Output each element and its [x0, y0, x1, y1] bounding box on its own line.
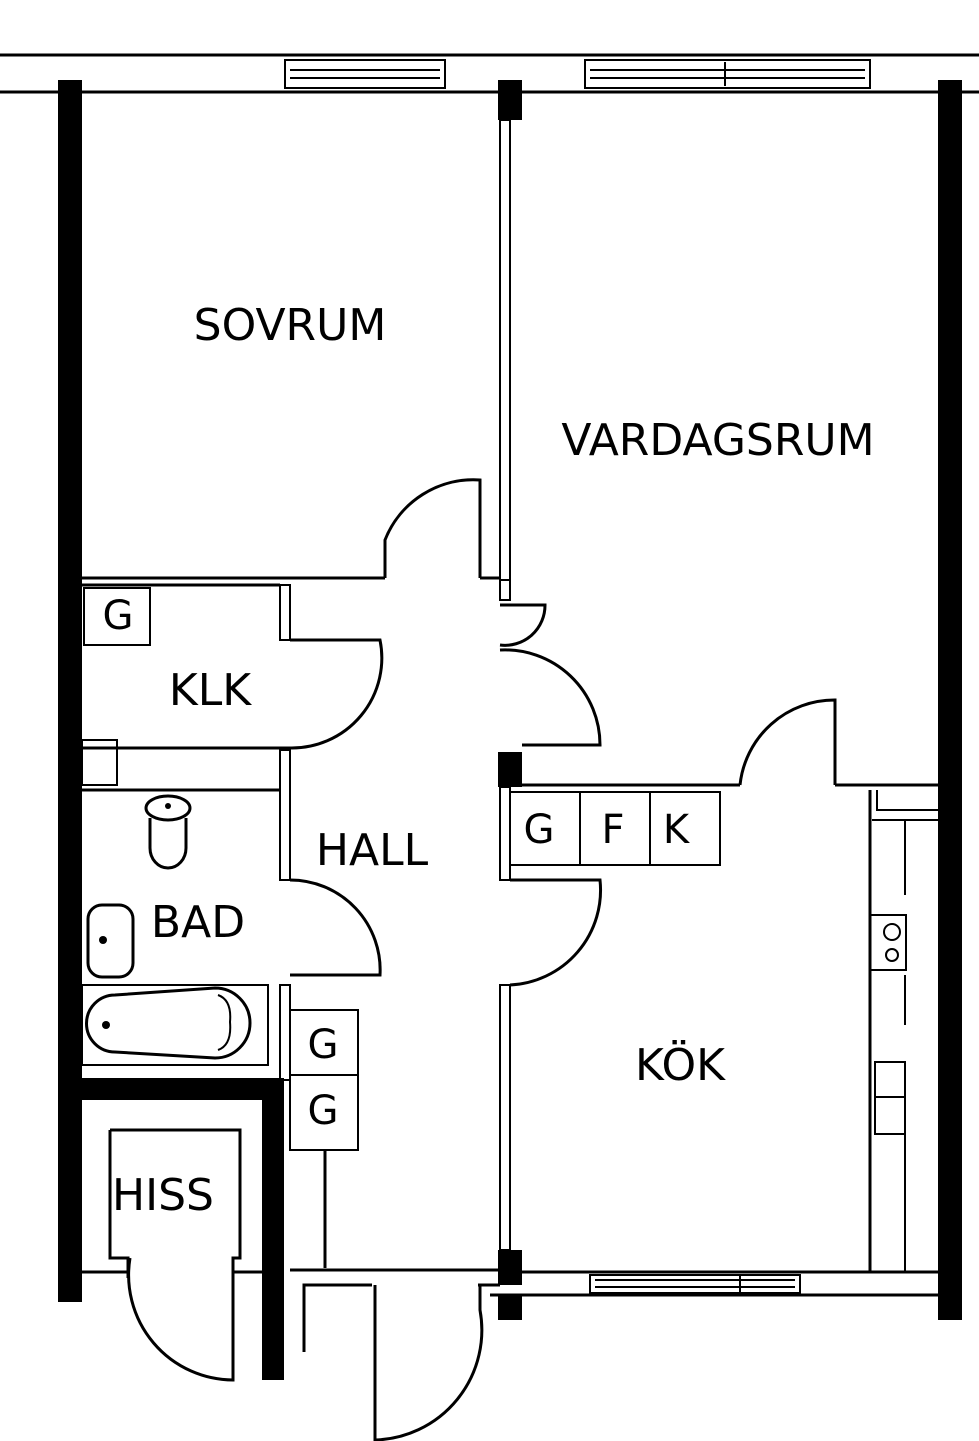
- wall-post: [498, 752, 522, 787]
- kitchen-counter: [868, 790, 938, 1272]
- left-exterior-wall: [58, 80, 82, 1302]
- bathtub-icon: [81, 984, 269, 1066]
- closet-label: G: [308, 1022, 339, 1068]
- room-label-kok: KÖK: [635, 1039, 726, 1091]
- wall-post: [498, 1250, 522, 1285]
- room-label-sovrum: SOVRUM: [194, 300, 387, 351]
- top-facade: [0, 53, 979, 94]
- kitchen-closets: [509, 791, 721, 866]
- room-label-vardagsrum: VARDAGSRUM: [561, 415, 874, 466]
- room-label-hiss: HISS: [112, 1170, 214, 1221]
- sink-icon: [86, 903, 135, 979]
- closet-label: F: [601, 807, 624, 853]
- room-label-hall: HALL: [316, 825, 429, 876]
- interior-walls: [81, 119, 940, 1352]
- door-kok-vardagsrum: [738, 698, 837, 786]
- room-label-bad: BAD: [151, 897, 245, 948]
- doors: [127, 478, 837, 1441]
- elevator-car: [82, 1128, 262, 1278]
- bottom-facade: [490, 1270, 940, 1297]
- door-hiss: [127, 1257, 235, 1382]
- room-label-klk: KLK: [169, 665, 252, 716]
- closet-klk: [83, 587, 151, 646]
- door-kok: [509, 878, 603, 987]
- wall-post: [498, 80, 522, 120]
- closet-hall-2: [289, 1074, 359, 1151]
- door-entrance: [373, 1285, 484, 1441]
- toilet-icon: [144, 794, 192, 870]
- door-vardagsrum: [499, 603, 602, 747]
- window-kok: [589, 1274, 801, 1294]
- closet-label: G: [103, 593, 134, 639]
- elevator-shaft-wall: [58, 1078, 284, 1380]
- window-vardagsrum: [584, 59, 871, 89]
- closet-label: K: [663, 807, 691, 853]
- wall-post: [498, 1295, 522, 1320]
- door-bad: [289, 878, 382, 977]
- closet-label: G: [308, 1088, 339, 1134]
- right-exterior-wall: [938, 80, 962, 1302]
- wall-post: [938, 1295, 962, 1320]
- window-sovrum: [284, 59, 446, 89]
- door-klk: [289, 638, 384, 750]
- door-sovrum: [383, 478, 482, 578]
- closet-label: G: [524, 807, 555, 853]
